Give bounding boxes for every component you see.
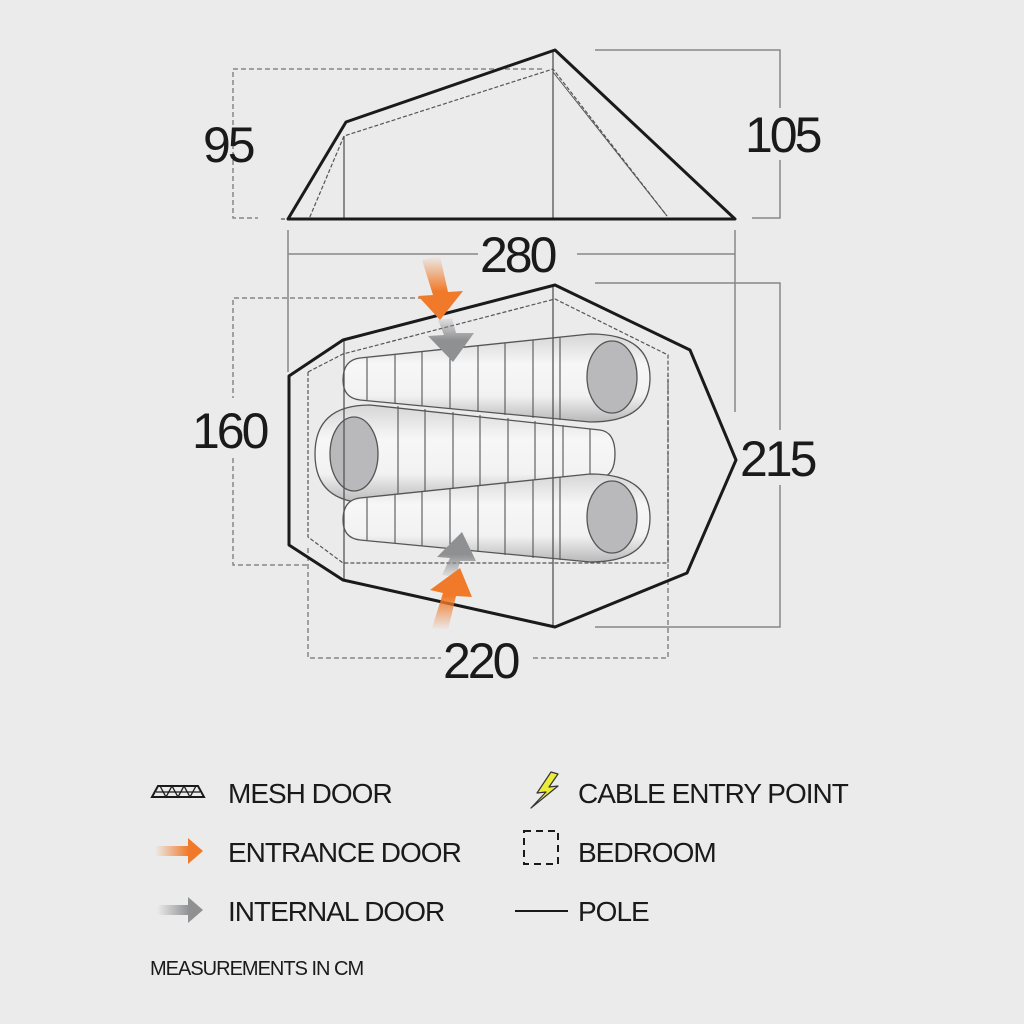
legend-label: POLE: [578, 896, 650, 927]
inner-height-label: 95: [203, 117, 256, 173]
internal-door-arrow-top: [428, 318, 474, 362]
outer-fly-floor-outline: [287, 283, 738, 629]
mesh-door-icon: [150, 784, 206, 799]
internal-door-arrow-icon: [157, 897, 203, 923]
outer-height-dim-line: [595, 49, 781, 219]
legend-label: BEDROOM: [578, 837, 717, 868]
internal-door-arrow-bottom: [437, 532, 476, 577]
sleeping-bag-middle: [314, 404, 616, 504]
outer-height-label: 105: [745, 107, 822, 163]
inner-width-dim-line: [232, 297, 455, 566]
legend-item-entrance-door: ENTRANCE DOOR: [228, 833, 462, 873]
length-label: 280: [480, 227, 557, 283]
bedroom-dashed-square-icon: [523, 830, 559, 865]
legend-item-mesh-door: MESH DOOR: [228, 774, 393, 814]
outer-width-dim-line: [595, 282, 781, 628]
legend-item-bedroom: BEDROOM: [578, 833, 717, 873]
inner-tent-outline: [281, 68, 668, 220]
side-view: [232, 48, 781, 412]
length-dim-line: [287, 230, 736, 412]
inner-tent-floor-outline: [307, 298, 669, 564]
inner-height-dim-line: [232, 68, 542, 219]
entrance-door-arrow-top: [418, 256, 463, 320]
inner-length-label: 220: [443, 633, 520, 689]
measurements-footnote: MEASUREMENTS IN CM: [150, 958, 364, 980]
legend-label: INTERNAL DOOR: [228, 896, 445, 927]
legend-item-pole: POLE: [578, 892, 650, 932]
legend-label: CABLE ENTRY POINT: [578, 778, 849, 809]
inner-width-label: 160: [192, 403, 269, 459]
sleeping-bag-bottom: [342, 473, 651, 563]
sleeping-bag-top: [342, 333, 651, 423]
legend-label: MESH DOOR: [228, 778, 393, 809]
legend-item-internal-door: INTERNAL DOOR: [228, 892, 445, 932]
entrance-door-arrow-bottom: [430, 568, 472, 630]
outer-width-label: 215: [740, 431, 817, 487]
legend-label: ENTRANCE DOOR: [228, 837, 462, 868]
legend-item-cable-entry: CABLE ENTRY POINT: [578, 774, 849, 814]
outer-fly-outline: [286, 48, 737, 221]
cable-entry-bolt-icon: [530, 771, 559, 809]
entrance-door-arrow-icon: [155, 838, 203, 864]
floor-plan: [232, 256, 781, 659]
